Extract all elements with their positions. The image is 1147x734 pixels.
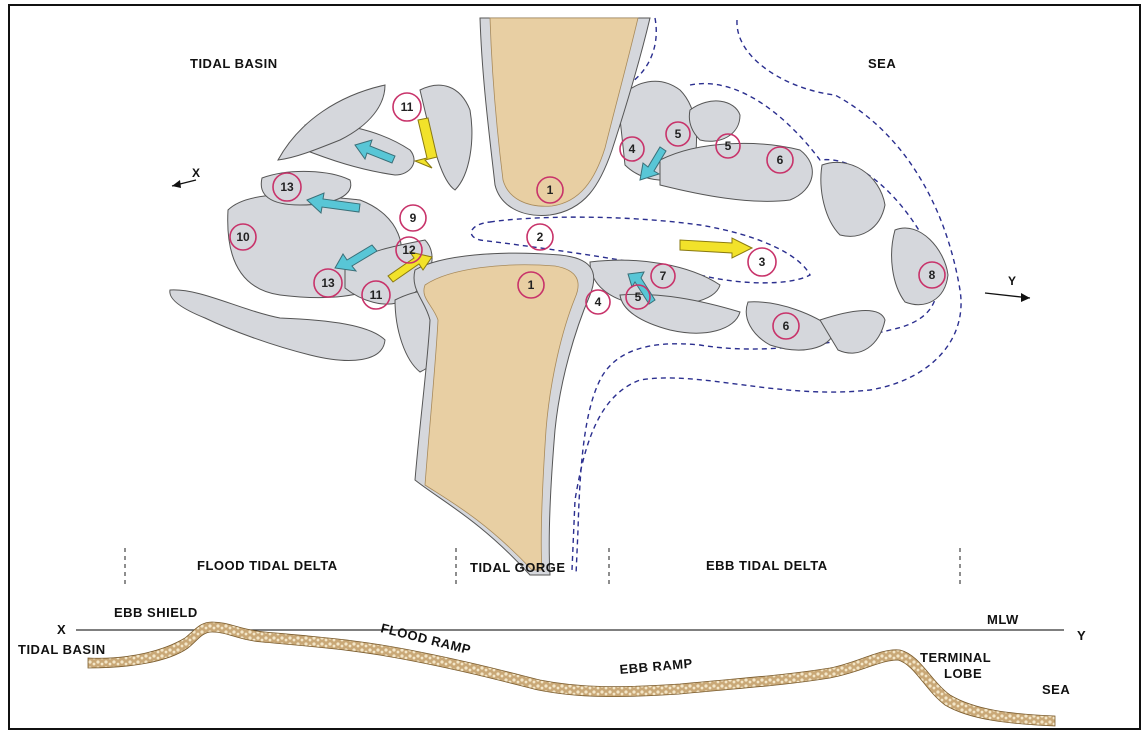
shoal-east-far (821, 162, 885, 236)
marker-6b: 6 (783, 319, 790, 333)
marker-4a: 4 (629, 142, 636, 156)
marker-11b: 11 (370, 288, 383, 302)
marker-4b: 4 (595, 295, 602, 309)
marker-2: 2 (537, 230, 544, 244)
y-direction-indicator: Y (985, 274, 1030, 302)
shoal-southeast-spit (820, 311, 885, 354)
marker-7: 7 (660, 269, 667, 283)
axis-y-label: Y (1008, 274, 1016, 288)
marker-13a: 13 (280, 180, 294, 194)
shoal-southwest-tail (170, 290, 385, 361)
marker-13b: 13 (321, 276, 335, 290)
marker-9: 9 (410, 211, 417, 225)
label-tidal-gorge: TIDAL GORGE (470, 560, 566, 575)
marker-6a: 6 (777, 153, 784, 167)
label-flood-tidal-delta: FLOOD TIDAL DELTA (197, 558, 338, 573)
marker-1-north: 1 (547, 183, 554, 197)
label-terminal-lobe-1: TERMINAL (920, 650, 991, 665)
label-sea-bottom: SEA (1042, 682, 1070, 697)
label-ebb-ramp: EBB RAMP (619, 656, 693, 677)
x-direction-indicator: X (172, 166, 200, 188)
profile-bed (88, 622, 1055, 726)
marker-8: 8 (929, 268, 936, 282)
marker-12: 12 (402, 243, 416, 257)
marker-3: 3 (759, 255, 766, 269)
label-tidal-basin-top: TIDAL BASIN (190, 56, 278, 71)
label-ebb-tidal-delta: EBB TIDAL DELTA (706, 558, 828, 573)
label-profile-x: X (57, 622, 66, 637)
marker-5b: 5 (725, 139, 732, 153)
marker-11a: 11 (401, 100, 414, 114)
label-mlw: MLW (987, 612, 1019, 627)
shoal-east-tip-8 (892, 228, 948, 305)
label-terminal-lobe-2: LOBE (944, 666, 982, 681)
marker-10: 10 (236, 230, 250, 244)
marker-5c: 5 (635, 290, 642, 304)
axis-x-label: X (192, 166, 200, 180)
label-sea-top: SEA (868, 56, 896, 71)
flood-arrow-3 (680, 238, 752, 258)
label-ebb-shield: EBB SHIELD (114, 605, 198, 620)
marker-5a: 5 (675, 127, 682, 141)
marker-1-south: 1 (528, 278, 535, 292)
label-tidal-basin-bottom: TIDAL BASIN (18, 642, 106, 657)
shoal-southeast-6 (746, 302, 835, 350)
label-profile-y: Y (1077, 628, 1086, 643)
